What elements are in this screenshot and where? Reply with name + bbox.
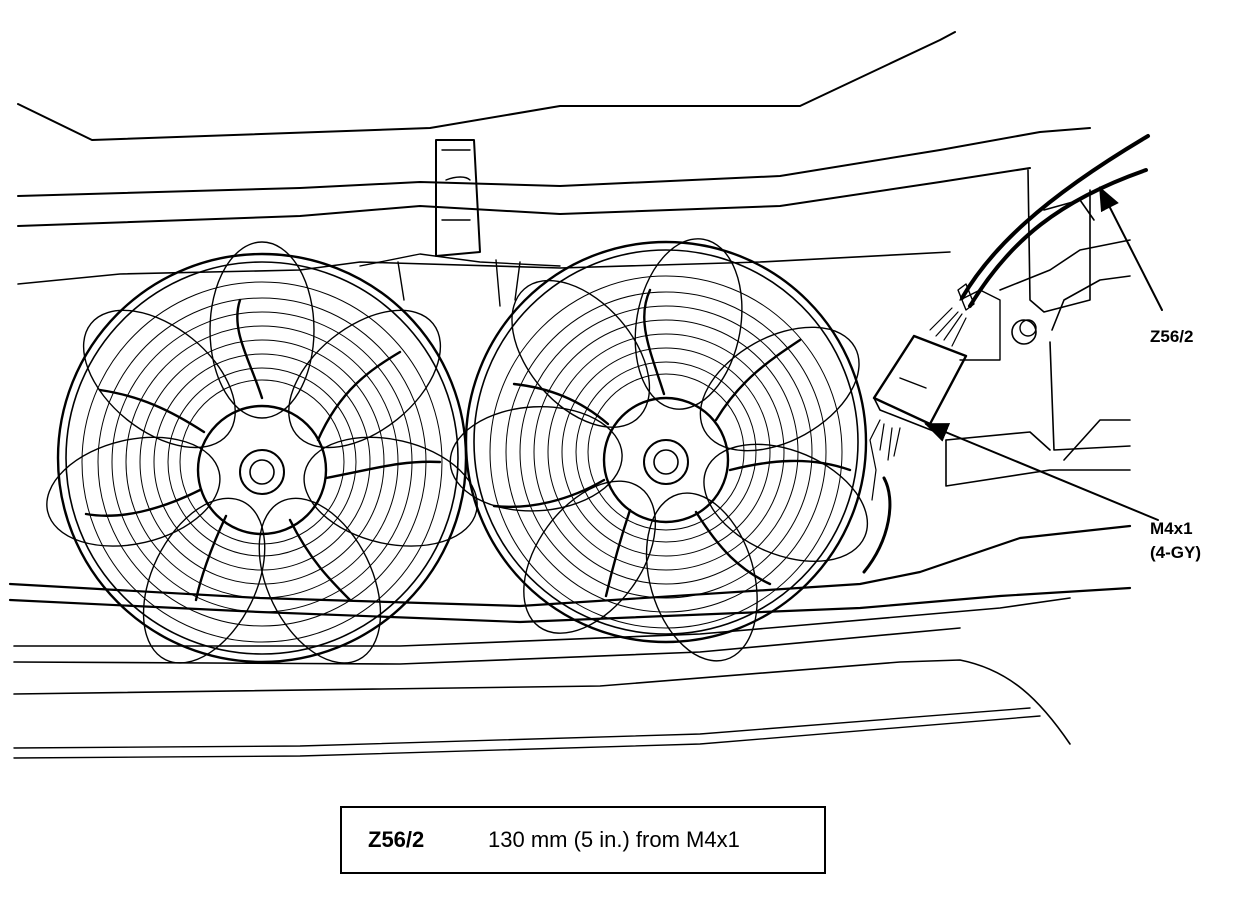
- m4x1-color-label: (4-GY): [1150, 543, 1201, 562]
- caption-box: Z56/2 130 mm (5 in.) from M4x1: [340, 806, 826, 874]
- right-cooling-fan: [449, 238, 869, 662]
- left-fan-struts: [84, 298, 442, 602]
- z56-2-leader-arrow: [1099, 186, 1163, 311]
- left-fan-blades: [46, 241, 478, 664]
- mounting-bolt-icon: [1011, 319, 1037, 345]
- fender-bracket: [945, 169, 1131, 487]
- right-fan-hub: [602, 396, 730, 524]
- m4x1-connector: [872, 334, 968, 433]
- z56-2-callout-label: Z56/2: [1150, 327, 1193, 346]
- wiring-harness: [862, 134, 1150, 574]
- caption-location-text: 130 mm (5 in.) from M4x1: [488, 827, 740, 852]
- callout-arrows: [924, 186, 1163, 521]
- center-bracket: [435, 139, 481, 257]
- caption-splice-id: Z56/2: [368, 827, 425, 852]
- left-cooling-fan: [46, 241, 478, 664]
- lower-crossmember: [8, 524, 1132, 759]
- m4x1-leader-arrow: [924, 423, 1159, 521]
- vehicle-body-outlines: [17, 31, 1091, 307]
- m4x1-callout-label: M4x1: [1150, 519, 1193, 538]
- right-fan-struts: [492, 288, 852, 598]
- left-fan-hub: [196, 404, 328, 536]
- right-fan-blades: [449, 238, 869, 662]
